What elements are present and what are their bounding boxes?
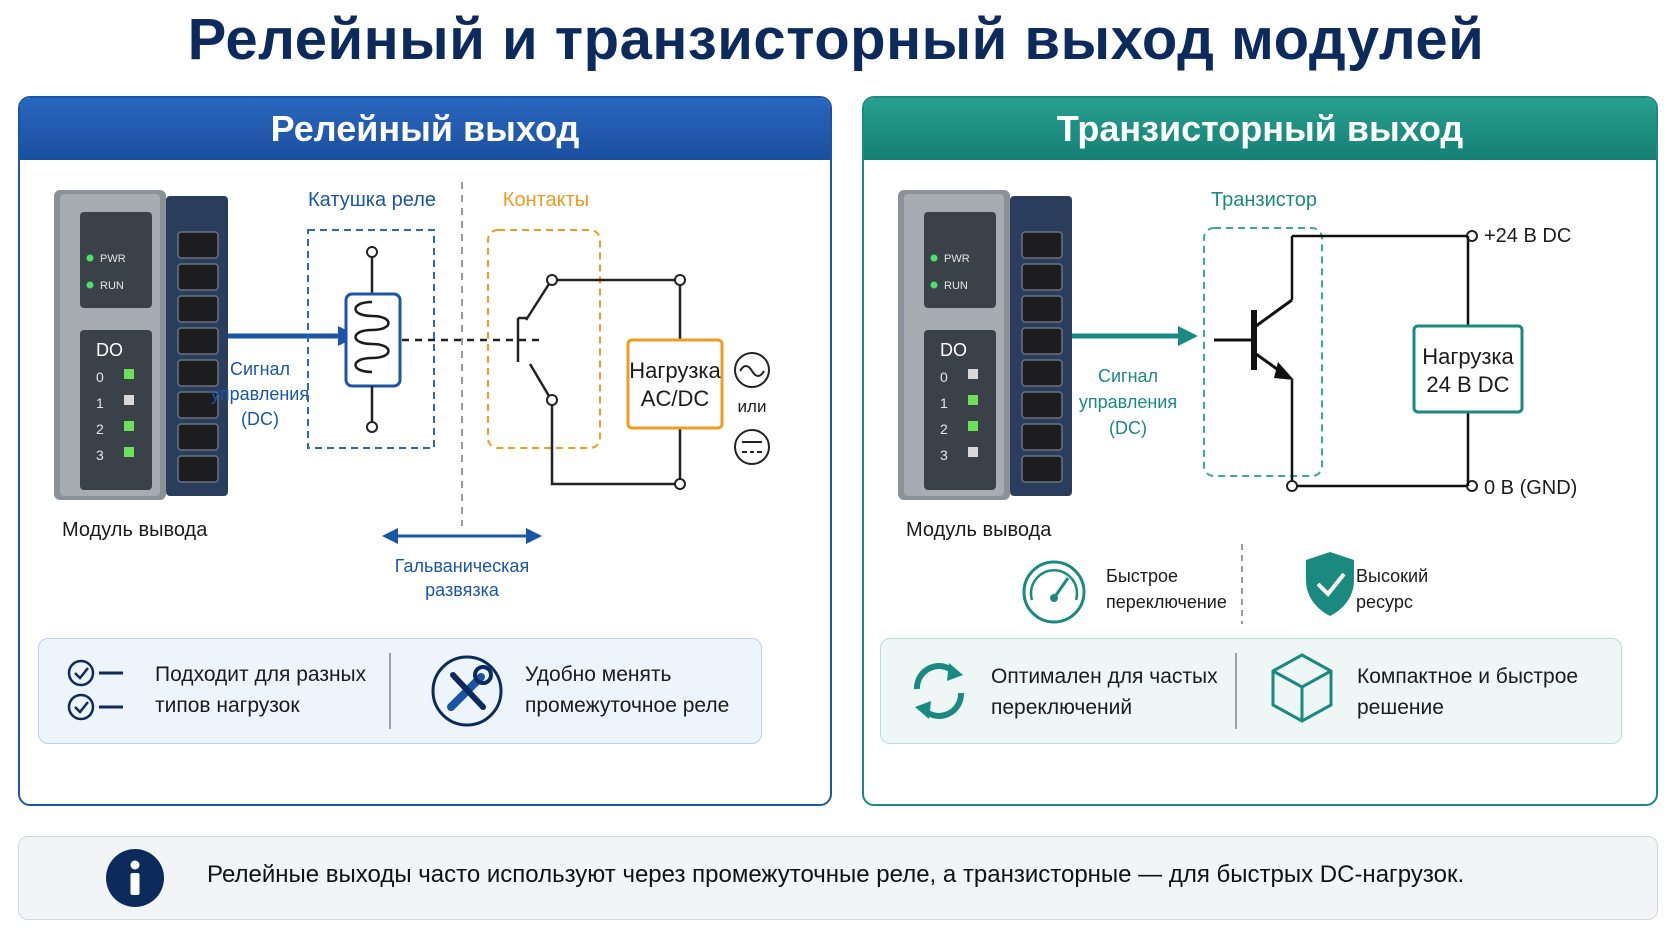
do-label: DO — [940, 340, 967, 360]
load-label-2: AC/DC — [641, 386, 710, 411]
transistor-panel-header: Транзисторный выход — [864, 98, 1656, 160]
signal-label-3: (DC) — [1109, 418, 1147, 438]
load-label-1: Нагрузка — [629, 358, 721, 383]
wrench-screwdriver-icon — [431, 655, 503, 727]
relay-feature-1-line2: типов нагрузок — [155, 694, 300, 717]
transistor-output-panel: Транзисторный выход PWR RUN DO 0 1 2 3 — [862, 96, 1658, 806]
refresh-cycle-icon — [914, 663, 964, 719]
feature-divider — [1235, 653, 1237, 729]
resource-label-2: ресурс — [1356, 592, 1413, 612]
transistor-dashed-box — [1203, 227, 1323, 477]
contacts-label: Контакты — [503, 189, 589, 211]
isolation-label-1: Гальваническая — [395, 556, 529, 576]
info-icon — [106, 849, 164, 907]
page-title: Релейный и транзисторный выход модулей — [187, 7, 1485, 72]
transistor-feature-2-line2: решение — [1357, 696, 1444, 719]
feature-divider — [389, 653, 391, 729]
pwr-label: PWR — [100, 253, 126, 265]
do-label: DO — [96, 340, 123, 360]
checklist-icon — [67, 659, 123, 721]
transistor-feature-2-line1: Компактное и быстрое — [1357, 665, 1579, 688]
relay-output-panel: Релейный выход PWR RUN DO 0 1 2 3 — [18, 96, 832, 806]
shield-check-icon — [1306, 552, 1354, 616]
resource-label-1: Высокий — [1356, 566, 1428, 586]
channel-0: 0 — [96, 369, 104, 385]
or-label: или — [738, 397, 767, 416]
relay-features-box: Подходит для разных типов нагрузок Удобн… — [38, 638, 762, 744]
fast-label-1: Быстрое — [1106, 566, 1178, 586]
load-label-2: 24 В DC — [1426, 372, 1509, 397]
note-text: Релейные выходы часто используют через п… — [207, 861, 1465, 888]
signal-label-1: Сигнал — [230, 359, 290, 379]
output-module-image: PWR RUN DO 0 1 2 3 — [54, 190, 228, 500]
load-ac-dc-box — [626, 338, 724, 430]
coil-label: Катушка реле — [308, 189, 436, 211]
isolation-label-2: развязка — [425, 580, 500, 600]
signal-label-2: управления — [211, 384, 309, 404]
channel-3: 3 — [940, 447, 948, 463]
relay-diagram: PWR RUN DO 0 1 2 3 Модуль вывода Сигнал … — [54, 182, 770, 600]
info-note: Релейные выходы часто используют через п… — [18, 836, 1658, 920]
transistor-label: Транзистор — [1211, 189, 1317, 211]
module-caption: Модуль вывода — [906, 519, 1052, 541]
signal-label-3: (DC) — [241, 409, 279, 429]
relay-coil-icon — [344, 292, 402, 388]
run-label: RUN — [100, 280, 124, 292]
transistor-diagram: PWR RUN DO 0 1 2 3 Модуль вывода Сигнал … — [898, 189, 1577, 624]
signal-label-2: управления — [1079, 392, 1177, 412]
pwr-label: PWR — [944, 253, 970, 265]
dc-symbol-icon — [734, 429, 770, 465]
run-label: RUN — [944, 280, 968, 292]
channel-1: 1 — [940, 395, 948, 411]
plus-24v-label: +24 В DC — [1484, 225, 1571, 247]
channel-2: 2 — [96, 421, 104, 437]
relay-panel-header: Релейный выход — [20, 98, 830, 160]
channel-1: 1 — [96, 395, 104, 411]
fast-label-2: переключение — [1106, 592, 1227, 612]
transistor-symbol-icon — [1214, 236, 1294, 482]
transistor-feature-1-line1: Оптимален для частых — [991, 665, 1218, 688]
module-caption: Модуль вывода — [62, 519, 208, 541]
cube-icon — [1271, 653, 1333, 723]
load-label-1: Нагрузка — [1422, 344, 1514, 369]
channel-2: 2 — [940, 421, 948, 437]
load-24v-box — [1412, 324, 1524, 414]
relay-feature-2-line1: Удобно менять — [525, 663, 672, 686]
speedometer-icon — [1022, 560, 1086, 624]
gnd-label: 0 В (GND) — [1484, 477, 1577, 499]
relay-feature-2-line2: промежуточное реле — [525, 694, 730, 717]
transistor-features-box: Оптимален для частых переключений Компак… — [880, 638, 1622, 744]
channel-3: 3 — [96, 447, 104, 463]
contacts-dashed-box — [487, 229, 601, 449]
channel-0: 0 — [940, 369, 948, 385]
signal-label-1: Сигнал — [1098, 366, 1158, 386]
transistor-feature-1-line2: переключений — [991, 696, 1133, 719]
output-module-image: PWR RUN DO 0 1 2 3 — [898, 190, 1072, 500]
relay-feature-1-line1: Подходит для разных — [155, 663, 367, 686]
ac-sine-icon — [734, 352, 770, 388]
